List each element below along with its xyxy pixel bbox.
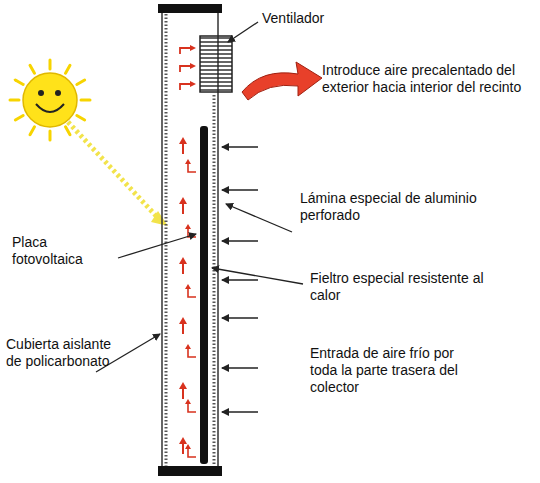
cover-label: Cubierta aislante de policarbonato bbox=[6, 336, 126, 370]
flow-head bbox=[179, 197, 187, 204]
flow-turn-head bbox=[185, 224, 191, 229]
inlet-note: Entrada de aire frío por toda la parte t… bbox=[310, 345, 480, 396]
flow-head bbox=[179, 137, 187, 144]
flow-head bbox=[179, 382, 187, 389]
inlet-arrow bbox=[222, 317, 258, 318]
sun-ray-stroke bbox=[10, 99, 19, 102]
inlet-arrow bbox=[222, 411, 258, 412]
flow-turn-head bbox=[185, 399, 191, 404]
inlet-arrow bbox=[222, 146, 258, 147]
heat-felt bbox=[200, 126, 208, 464]
air-flow-arrows bbox=[179, 45, 196, 457]
sun-ray bbox=[68, 122, 160, 220]
flow-head bbox=[179, 257, 187, 264]
flow-head bbox=[179, 317, 187, 324]
outlet-note: Introduce aire precalentado del exterior… bbox=[322, 62, 534, 96]
inlet-arrow bbox=[222, 279, 258, 280]
sun-ray-stroke bbox=[15, 80, 23, 85]
inlet-arrow bbox=[222, 240, 258, 241]
flow-turn-head bbox=[185, 344, 191, 349]
sun-ray-stroke bbox=[77, 116, 85, 121]
flow-head bbox=[179, 437, 187, 444]
inlet-arrow bbox=[222, 367, 258, 368]
sun-ray-stroke bbox=[15, 116, 23, 121]
pv-label: Placa fotovoltaica bbox=[12, 234, 117, 268]
sun-ray-stroke bbox=[77, 80, 85, 85]
aluminium-label: Lámina especial de aluminio perforado bbox=[300, 190, 480, 224]
leader-lines bbox=[96, 22, 303, 372]
sun-ray-stroke bbox=[49, 60, 52, 69]
fan-flow-head bbox=[190, 81, 196, 87]
cold-air-arrows bbox=[222, 147, 258, 412]
fan-flow-head bbox=[190, 63, 196, 69]
sun-ray-stroke bbox=[66, 65, 71, 73]
flow-turn-head bbox=[185, 159, 191, 164]
sun bbox=[10, 60, 90, 140]
sun-ray-stroke bbox=[81, 99, 90, 102]
sun-ray-stroke bbox=[30, 127, 35, 135]
sun-ray-stroke bbox=[66, 127, 71, 135]
top-cap bbox=[158, 4, 222, 13]
fan-flow-head bbox=[190, 45, 196, 51]
bottom-cap bbox=[158, 466, 222, 476]
perforated-aluminium bbox=[213, 95, 216, 466]
inlet-arrow bbox=[222, 189, 258, 190]
flow-turn-head bbox=[185, 284, 191, 289]
sun-ray-stroke bbox=[30, 65, 35, 73]
outlet-arrow bbox=[242, 62, 322, 100]
fan bbox=[200, 36, 232, 92]
felt-label: Fieltro especial resistente al calor bbox=[310, 270, 490, 304]
sun-ray-stroke bbox=[49, 131, 52, 140]
flow-turn-head bbox=[185, 444, 191, 449]
polycarbonate-cover bbox=[165, 14, 168, 466]
fan-label: Ventilador bbox=[262, 10, 372, 27]
